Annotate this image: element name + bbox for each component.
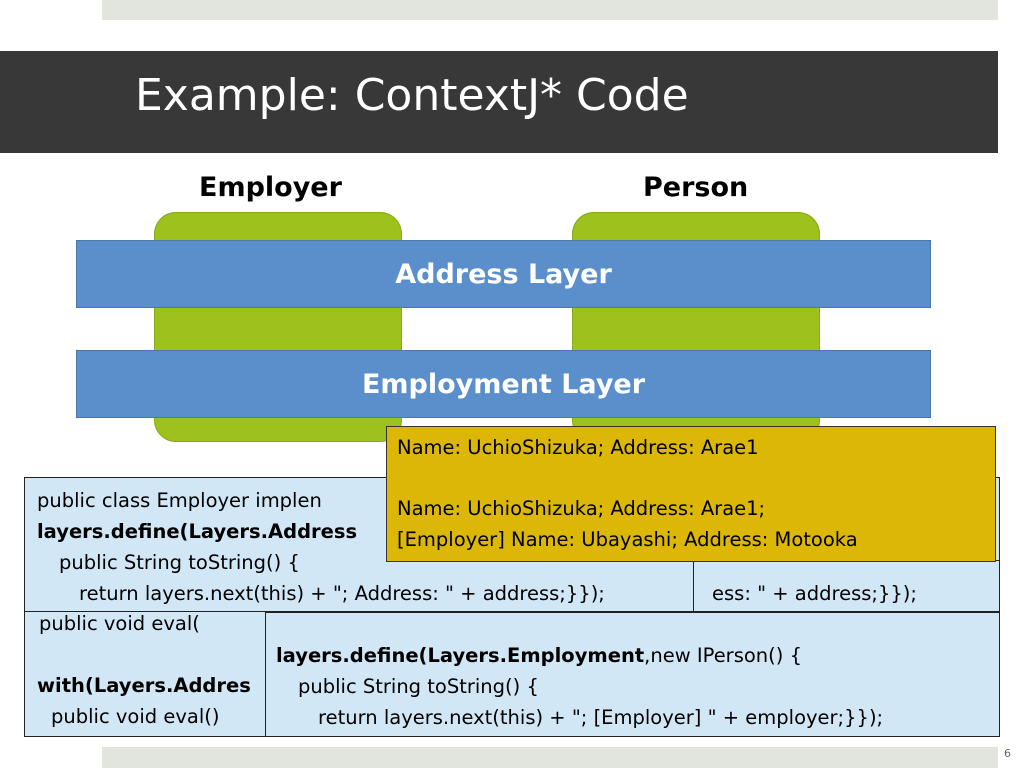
output-box: Name: UchioShizuka; Address: Arae1 Name:… xyxy=(386,426,996,562)
code-line: public void eval() xyxy=(51,705,220,728)
code-box-right-top: ess: " + address;}}); xyxy=(694,560,1000,612)
code-line: return layers.next(this) + "; Address: "… xyxy=(79,582,605,605)
code-box-person: layers.define(Layers.Employment,new IPer… xyxy=(265,612,1000,737)
code-line: ess: " + address;}}); xyxy=(712,582,917,605)
code-line: layers.define(Layers.Employment,new IPer… xyxy=(276,644,802,667)
output-line: Name: UchioShizuka; Address: Arae1 xyxy=(397,436,759,459)
slide-title: Example: ContextJ* Code xyxy=(135,70,689,121)
address-layer-label: Address Layer xyxy=(395,258,612,290)
code-line: public class Employer implen xyxy=(37,489,322,512)
page-number: 6 xyxy=(1004,747,1011,760)
employer-label: Employer xyxy=(199,172,342,203)
employment-layer-band: Employment Layer xyxy=(76,350,931,418)
bottom-decor-strip xyxy=(102,747,998,768)
code-line: layers.define(Layers.Address xyxy=(37,520,358,543)
code-line: with(Layers.Addres xyxy=(37,674,251,697)
title-bar xyxy=(0,51,998,153)
code-line: public String toString() { xyxy=(59,551,300,574)
code-line: public String toString() { xyxy=(298,675,539,698)
address-layer-band: Address Layer xyxy=(76,240,931,308)
employment-layer-label: Employment Layer xyxy=(361,368,646,400)
output-line: [Employer] Name: Ubayashi; Address: Moto… xyxy=(397,528,858,551)
code-line: return layers.next(this) + "; [Employer]… xyxy=(318,706,884,729)
person-label: Person xyxy=(643,172,749,203)
output-line: Name: UchioShizuka; Address: Arae1; xyxy=(397,497,766,520)
code-line: public void eval( xyxy=(39,612,200,635)
top-decor-strip xyxy=(102,0,998,20)
